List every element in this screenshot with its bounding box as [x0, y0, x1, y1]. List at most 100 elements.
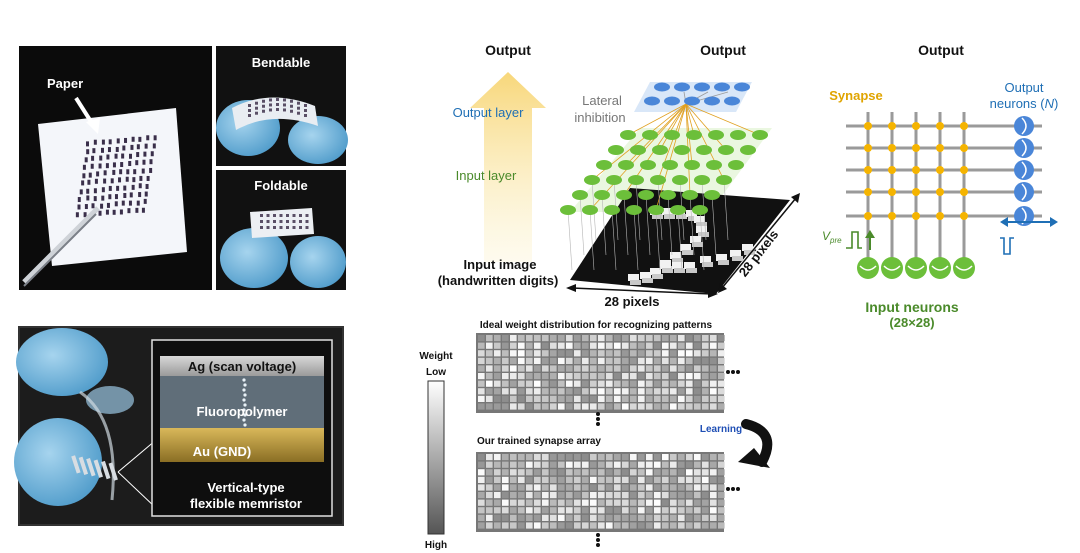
weight-cell	[598, 454, 605, 461]
input-neuron	[664, 130, 680, 140]
weight-cell	[638, 342, 645, 349]
weight-cell	[526, 514, 533, 521]
output-neuron	[664, 96, 680, 106]
input-neuron	[752, 130, 768, 140]
output-layer-label: Output layer	[453, 105, 524, 120]
weight-cell	[670, 388, 677, 395]
weight-cell	[542, 380, 549, 387]
weight-cell	[494, 499, 501, 506]
weight-cell	[502, 484, 509, 491]
paper-cell	[144, 191, 148, 197]
weight-cell	[702, 373, 709, 380]
weight-cell	[550, 484, 557, 491]
weight-cell	[558, 484, 565, 491]
weight-cell	[510, 492, 517, 499]
weight-cell	[598, 476, 605, 483]
input-neuron	[686, 130, 702, 140]
weight-cell	[502, 380, 509, 387]
digit-pixel	[640, 272, 651, 279]
weight-cell	[550, 342, 557, 349]
weight-cell	[510, 395, 517, 402]
weight-cell	[654, 335, 661, 342]
weight-cell	[550, 492, 557, 499]
weight-cell	[646, 365, 653, 372]
input-neuron	[606, 175, 622, 185]
weight-cell	[598, 357, 605, 364]
ag-label: Ag (scan voltage)	[188, 359, 296, 374]
weight-cell	[558, 350, 565, 357]
crossbar-output-neuron	[1014, 116, 1034, 136]
weight-cell	[662, 476, 669, 483]
fold-cell	[299, 220, 302, 223]
paper-cell	[94, 178, 98, 184]
paper-cell	[139, 175, 143, 181]
paper-cell	[101, 195, 105, 201]
film-stripe	[71, 455, 81, 474]
weight-cell	[678, 342, 685, 349]
weight-cell	[630, 380, 637, 387]
weight-cell	[558, 469, 565, 476]
fold-cell	[266, 214, 270, 217]
synapse-node	[912, 144, 920, 152]
weight-cell	[630, 499, 637, 506]
weight-cell	[710, 335, 717, 342]
weight-cell	[718, 373, 725, 380]
input-neuron	[630, 145, 646, 155]
weight-cell	[534, 461, 541, 468]
weight-cell	[542, 373, 549, 380]
weight-cell	[518, 380, 525, 387]
crossbar-input-neuron	[881, 257, 903, 279]
synapse-node	[936, 212, 944, 220]
weight-cell	[550, 507, 557, 514]
output-neuron	[694, 82, 710, 92]
output-neuron	[724, 96, 740, 106]
weight-cell	[566, 461, 573, 468]
weight-cell	[638, 476, 645, 483]
paper-cell	[92, 148, 96, 154]
paper-cell	[108, 194, 112, 200]
weight-cell	[526, 476, 533, 483]
digit-pixel-shade	[718, 260, 729, 265]
weight-cell	[630, 335, 637, 342]
weight-cell	[638, 454, 645, 461]
bend-cell	[297, 101, 300, 105]
weight-cell	[550, 514, 557, 521]
input-neuron	[560, 205, 576, 215]
weight-cell	[518, 484, 525, 491]
weight-cell	[494, 476, 501, 483]
weight-cell	[662, 342, 669, 349]
film-stripe	[93, 459, 103, 478]
paper-cell	[77, 197, 81, 203]
weight-cell	[694, 499, 701, 506]
weight-cell	[662, 499, 669, 506]
digit-pixel	[672, 262, 683, 269]
weight-cell	[550, 350, 557, 357]
weight-cell	[518, 388, 525, 395]
digit-pixel-shade	[688, 216, 699, 221]
paper-cell	[98, 163, 102, 169]
weight-cell	[694, 350, 701, 357]
paper-cell	[91, 203, 95, 209]
weight-cell	[494, 357, 501, 364]
weight-cell	[630, 469, 637, 476]
paper-cell	[136, 152, 140, 158]
weight-cell	[550, 469, 557, 476]
weight-cell	[654, 350, 661, 357]
weight-cell	[486, 357, 493, 364]
weight-cell	[606, 342, 613, 349]
weight-cell	[646, 469, 653, 476]
weight-cell	[662, 514, 669, 521]
weight-cell	[670, 461, 677, 468]
weight-cell	[550, 335, 557, 342]
weight-cell	[566, 335, 573, 342]
weight-cell	[510, 335, 517, 342]
weight-cell	[590, 403, 597, 410]
input-neuron	[708, 130, 724, 140]
weight-cell	[630, 365, 637, 372]
input-neuron	[704, 190, 720, 200]
paper-cell	[88, 172, 92, 178]
weight-cell	[622, 342, 629, 349]
weight-cell	[502, 499, 509, 506]
weight-cell	[574, 380, 581, 387]
paper-cell	[150, 151, 154, 157]
